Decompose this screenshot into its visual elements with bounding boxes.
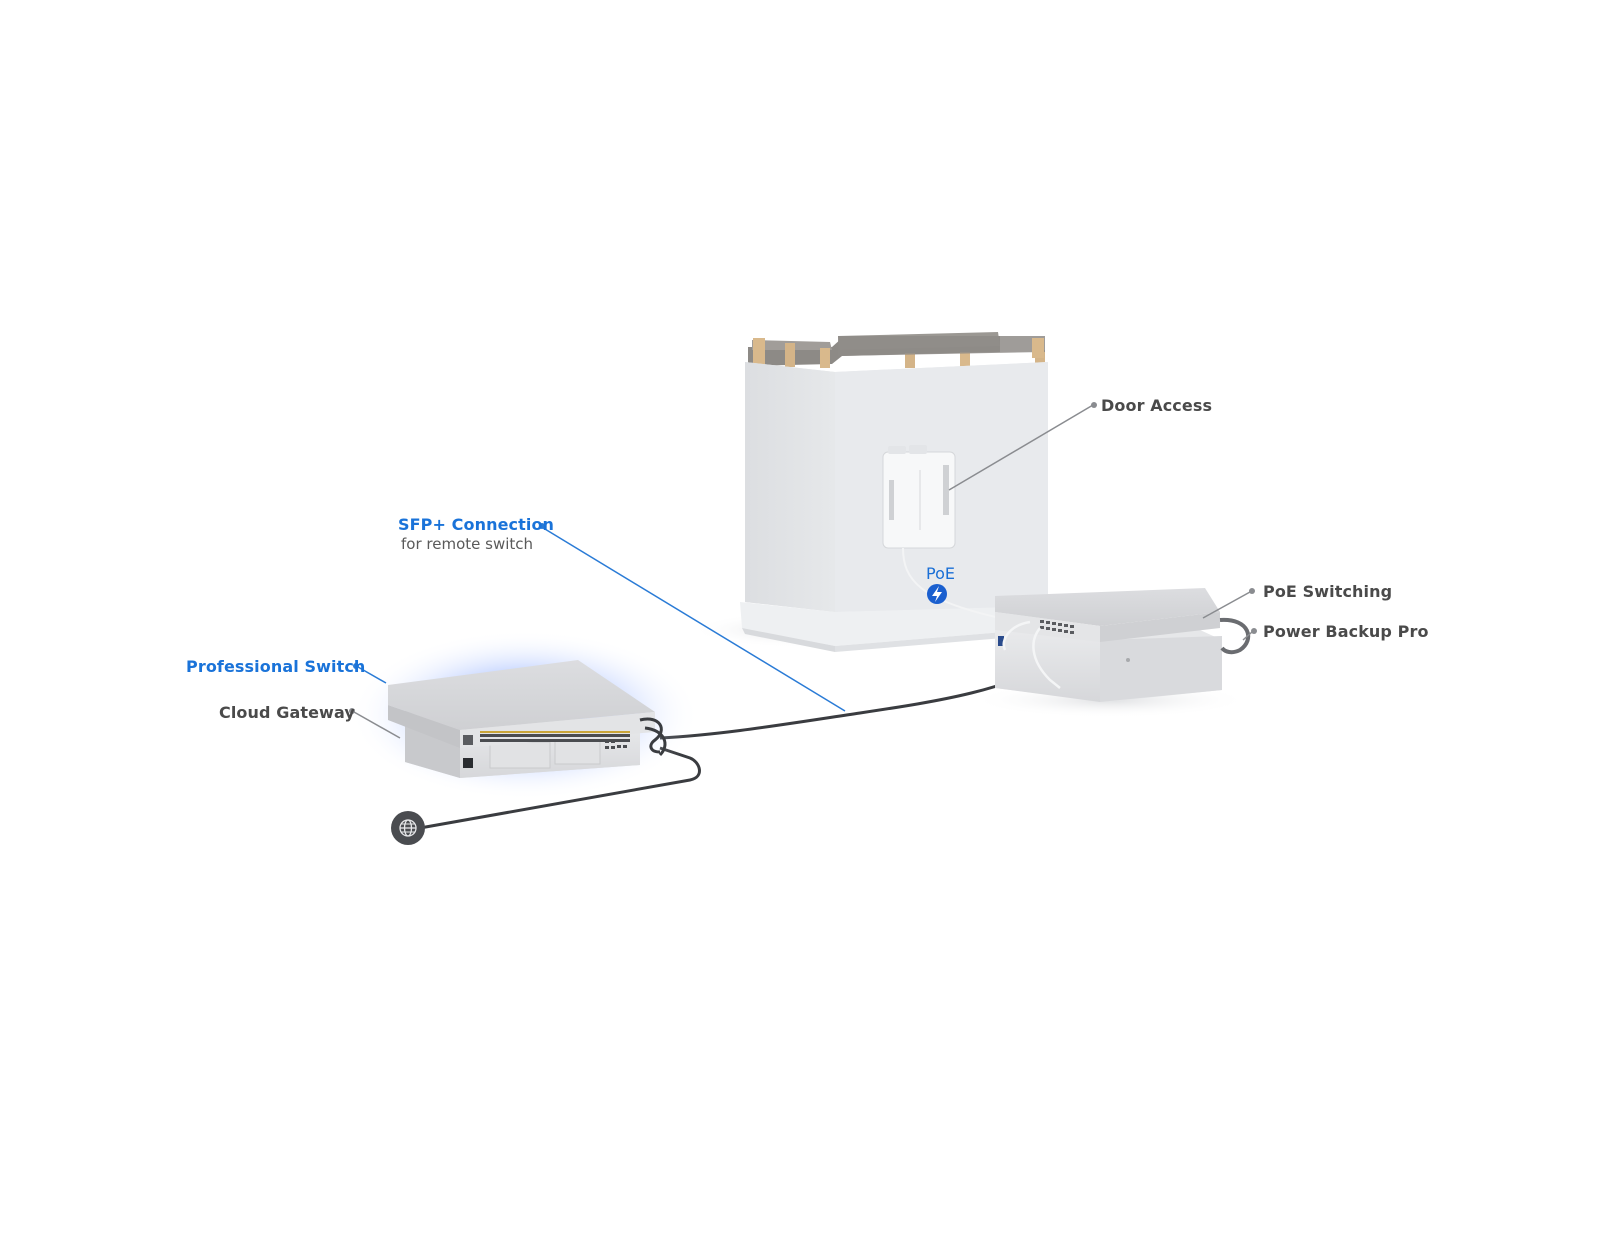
cloud-gateway-dot [349,708,355,714]
poe-label: PoE [926,564,955,583]
poe-switch-stack [970,588,1251,718]
sfp-connection-label: SFP+ Connection [398,515,555,534]
sfp-dot [539,523,545,529]
professional-switch-stack [350,630,700,800]
poe-switching-leader [1202,591,1251,619]
professional-switch-leader [357,666,387,684]
internet-cable [419,746,701,830]
sfp-leader [539,525,846,712]
poe-switching-dot [1249,588,1255,594]
sfp-connection-sublabel: for remote switch [401,535,534,553]
door-access-dot [1091,402,1097,408]
power-backup-dot [1251,628,1257,634]
cloud-gateway-label: Cloud Gateway [219,703,355,722]
professional-switch-label: Professional Switch [186,657,366,676]
power-backup-label: Power Backup Pro [1263,622,1429,641]
globe-icon [391,811,425,845]
door-access-label: Door Access [1101,396,1213,415]
door-access-device [882,445,1001,619]
professional-switch-dot [353,663,359,669]
poe-switching-label: PoE Switching [1263,582,1393,601]
power-backup-leader [1242,631,1253,641]
cloud-gateway-leader [353,711,401,739]
door-access-leader [948,404,1094,491]
lightning-bolt-icon [927,584,947,604]
